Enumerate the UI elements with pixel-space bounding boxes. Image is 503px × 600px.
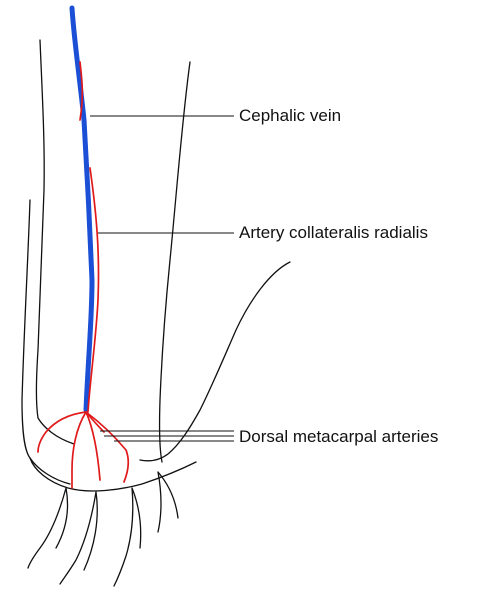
claw-4	[157, 471, 179, 533]
paw-contour	[29, 457, 197, 492]
label-artery-collateralis-radialis: Artery collateralis radialis	[239, 223, 428, 242]
dewclaw-contour	[139, 261, 291, 462]
claw-1	[27, 487, 69, 569]
metacarpal-artery-2	[71, 411, 87, 489]
limb-outline	[21, 39, 291, 492]
metacarpal-artery-3	[85, 411, 101, 481]
metacarpal-artery-4	[85, 411, 130, 483]
label-cephalic-vein: Cephalic vein	[239, 106, 342, 125]
limb-left-contour	[35, 39, 75, 445]
artery-collateralis-radialis	[79, 61, 100, 413]
cephalic-vein	[69, 5, 95, 413]
metacarpal-artery-1	[37, 411, 87, 453]
claw-2	[59, 491, 98, 585]
label-dorsal-metacarpal-arteries: Dorsal metacarpal arteries	[239, 427, 439, 446]
claws	[27, 471, 179, 587]
claw-3	[113, 487, 142, 587]
limb-right-contour	[158, 61, 191, 463]
leader-lines	[90, 115, 234, 442]
limb-inner-left-contour	[21, 199, 71, 485]
metacarpal-artery-5	[85, 411, 105, 433]
